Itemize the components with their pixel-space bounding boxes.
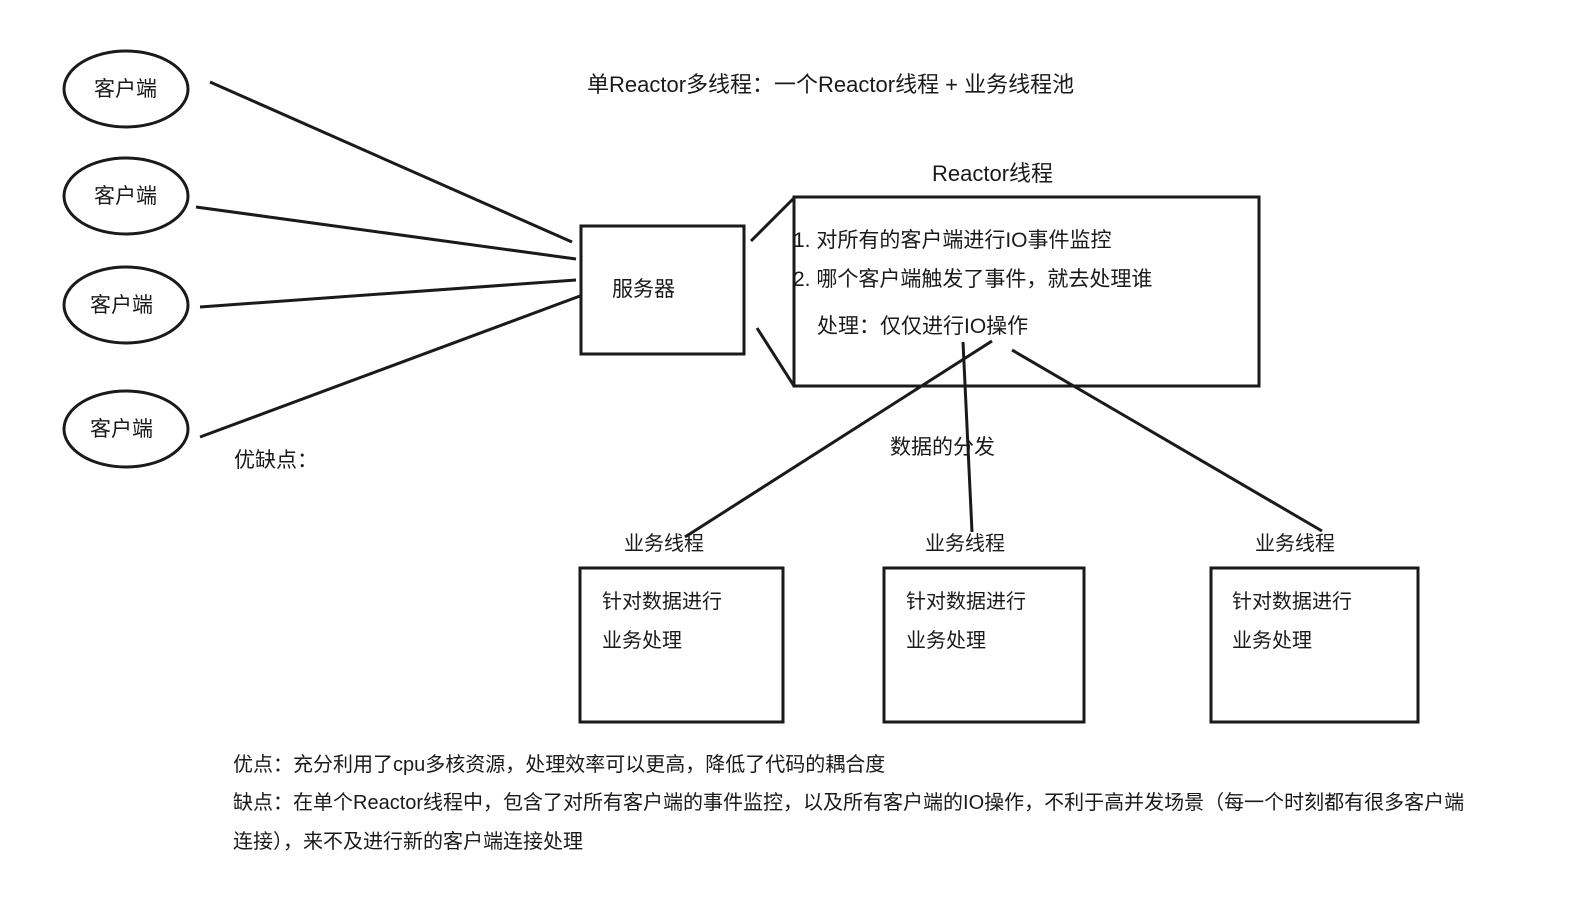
worker-2-line-1: 针对数据进行 <box>906 591 1026 613</box>
worker-2-line-2: 业务处理 <box>906 630 986 652</box>
worker-3-line-1: 针对数据进行 <box>1232 591 1352 613</box>
dispatch-label: 数据的分发 <box>890 436 995 459</box>
callout-tail-lower <box>755 327 796 387</box>
connector-client4-server <box>199 294 581 439</box>
worker-title-3: 业务线程 <box>1255 533 1335 555</box>
connector-client3-server <box>199 278 577 309</box>
worker-3-line-2: 业务处理 <box>1232 630 1312 652</box>
reactor-title: Reactor线程 <box>932 161 1054 186</box>
worker-title-1: 业务线程 <box>624 533 704 555</box>
reactor-line-3: 处理：仅仅进行IO操作 <box>817 315 1029 338</box>
reactor-line-1: 1. 对所有的客户端进行IO事件监控 <box>793 229 1112 252</box>
connector-client2-server <box>195 205 577 261</box>
client-label-2: 客户端 <box>94 185 157 208</box>
client-label-3: 客户端 <box>90 294 153 317</box>
footer-cons-line-1: 缺点：在单个Reactor线程中，包含了对所有客户端的事件监控，以及所有客户端的… <box>233 792 1465 814</box>
reactor-box[interactable] <box>792 195 1261 388</box>
footer-pros: 优点：充分利用了cpu多核资源，处理效率可以更高，降低了代码的耦合度 <box>233 754 886 776</box>
worker-1-line-1: 针对数据进行 <box>602 591 722 613</box>
client-label-4: 客户端 <box>90 418 153 441</box>
connector-client1-server <box>209 80 573 244</box>
server-label: 服务器 <box>612 278 675 301</box>
diagram-title: 单Reactor多线程：一个Reactor线程 + 业务线程池 <box>587 72 1075 97</box>
footer-cons-line-2: 连接），来不及进行新的客户端连接处理 <box>233 831 583 853</box>
pros-cons-label: 优缺点： <box>234 449 318 472</box>
reactor-line-2: 2. 哪个客户端触发了事件，就去处理谁 <box>793 268 1153 291</box>
client-label-1: 客户端 <box>94 78 157 101</box>
worker-1-line-2: 业务处理 <box>602 630 682 652</box>
worker-title-2: 业务线程 <box>925 533 1005 555</box>
dispatch-line-right <box>1011 348 1323 533</box>
callout-tail-upper <box>749 195 797 243</box>
